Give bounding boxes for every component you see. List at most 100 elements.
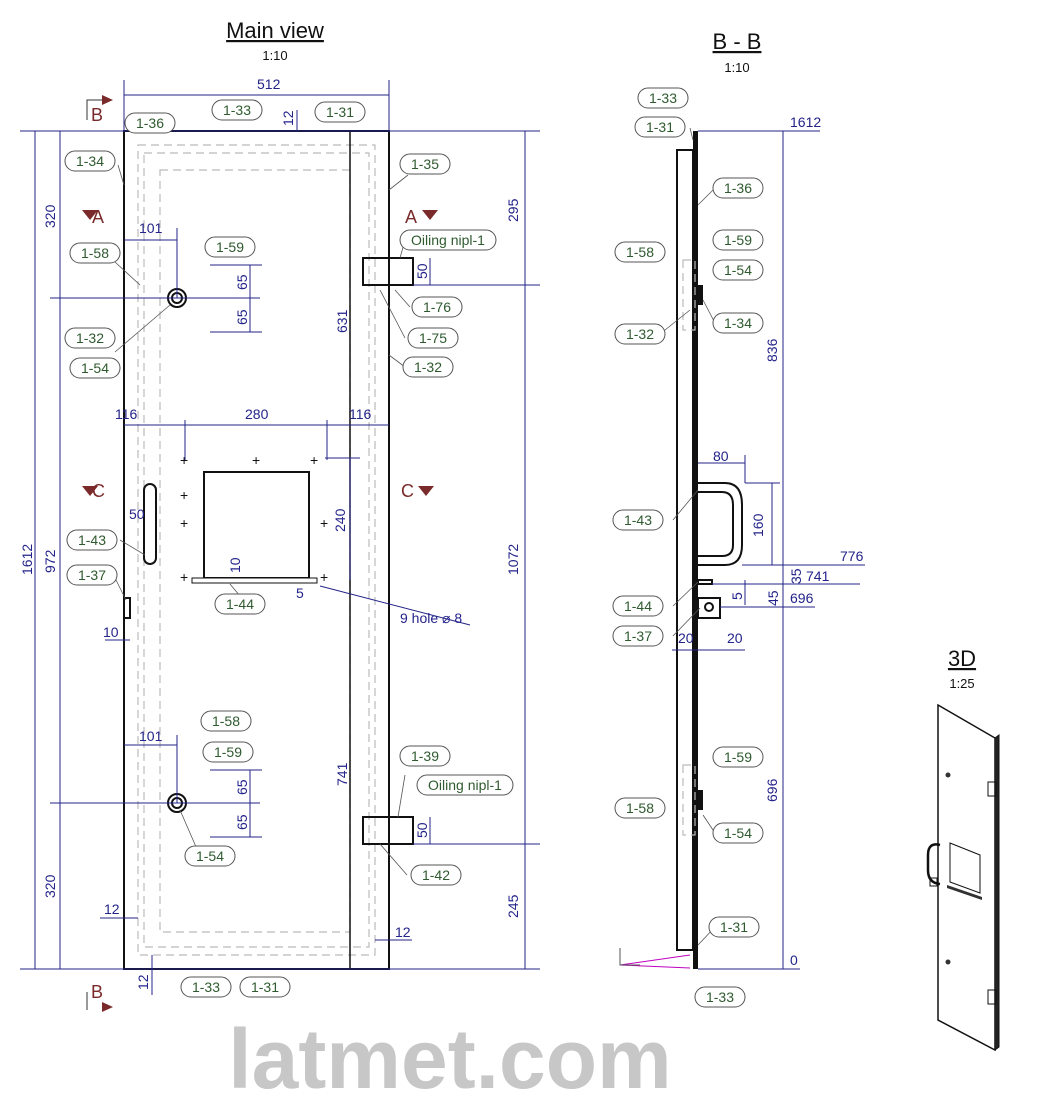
main-dimensions: 512 12 320 295 101 65 65 631 50 116 280 … bbox=[19, 76, 521, 990]
svg-text:1-34: 1-34 bbox=[76, 153, 104, 169]
svg-text:1-43: 1-43 bbox=[78, 532, 106, 548]
part-label: 1-32 bbox=[402, 356, 454, 378]
svg-text:+: + bbox=[252, 452, 260, 468]
hinge-top bbox=[362, 257, 414, 286]
svg-text:+: + bbox=[180, 569, 188, 585]
latch bbox=[123, 597, 131, 619]
dim: 696 bbox=[790, 590, 814, 606]
section-marker-b: B bbox=[91, 982, 103, 1002]
svg-text:1-33: 1-33 bbox=[223, 102, 251, 118]
part-label: 1-58 bbox=[614, 241, 666, 263]
dim: 1612 bbox=[790, 114, 821, 130]
dim: 10 bbox=[227, 557, 243, 573]
svg-text:+: + bbox=[180, 452, 188, 468]
svg-text:1-31: 1-31 bbox=[251, 979, 279, 995]
hole-note: 9 hole ⌀ 8 bbox=[400, 610, 462, 626]
dim: 0 bbox=[790, 952, 798, 968]
dim: 116 bbox=[349, 406, 372, 422]
dim: 80 bbox=[713, 448, 729, 464]
dim: 65 bbox=[234, 309, 250, 325]
part-label: 1-34 bbox=[712, 312, 764, 334]
part-label: 1-58 bbox=[200, 710, 252, 732]
dim: 12 bbox=[395, 924, 411, 940]
svg-text:1-36: 1-36 bbox=[724, 180, 752, 196]
dim: 10 bbox=[103, 624, 119, 640]
svg-text:1-32: 1-32 bbox=[626, 326, 654, 342]
svg-text:1-33: 1-33 bbox=[192, 979, 220, 995]
part-label: 1-44 bbox=[214, 593, 266, 615]
svg-text:1-58: 1-58 bbox=[626, 800, 654, 816]
dim: 295 bbox=[505, 198, 521, 222]
svg-text:1-33: 1-33 bbox=[706, 989, 734, 1005]
svg-text:1-42: 1-42 bbox=[422, 867, 450, 883]
3d-door-view bbox=[926, 703, 1000, 1052]
dim: 65 bbox=[234, 274, 250, 290]
dim: 280 bbox=[245, 406, 269, 422]
dim: 35 bbox=[788, 568, 804, 584]
part-label: 1-33 bbox=[180, 976, 232, 998]
svg-text:1-54: 1-54 bbox=[196, 848, 224, 864]
part-label: 1-76 bbox=[411, 296, 463, 318]
part-label: 1-54 bbox=[69, 357, 121, 379]
dim: 65 bbox=[234, 779, 250, 795]
section-view-scale: 1:10 bbox=[724, 60, 749, 75]
dim: 101 bbox=[139, 728, 163, 744]
section-view-title: B - B bbox=[713, 29, 762, 54]
svg-text:1-34: 1-34 bbox=[724, 315, 752, 331]
dim: 741 bbox=[806, 568, 830, 584]
dim: 45 bbox=[765, 590, 781, 606]
svg-text:1-35: 1-35 bbox=[411, 156, 439, 172]
part-label: 1-35 bbox=[399, 153, 451, 175]
part-label: 1-54 bbox=[712, 822, 764, 844]
part-label: 1-31 bbox=[239, 976, 291, 998]
window-opening bbox=[203, 471, 310, 579]
part-label: 1-32 bbox=[614, 323, 666, 345]
svg-text:+: + bbox=[320, 569, 328, 585]
section-markers: B A A C C B bbox=[82, 95, 438, 1012]
svg-text:Oiling nipl-1: Oiling nipl-1 bbox=[428, 777, 502, 793]
section-dimension-lines bbox=[672, 130, 865, 970]
svg-text:1-59: 1-59 bbox=[724, 232, 752, 248]
part-label: 1-32 bbox=[64, 327, 116, 349]
svg-text:1-32: 1-32 bbox=[76, 330, 104, 346]
svg-text:+: + bbox=[310, 452, 318, 468]
svg-text:1-44: 1-44 bbox=[226, 596, 254, 612]
dim: 240 bbox=[332, 508, 348, 532]
dim: 972 bbox=[42, 549, 58, 573]
dim-width: 512 bbox=[257, 76, 281, 92]
part-label: 1-36 bbox=[124, 112, 176, 134]
dim: 696 bbox=[764, 778, 780, 802]
dim: 12 bbox=[280, 110, 296, 126]
svg-text:1-58: 1-58 bbox=[81, 245, 109, 261]
part-label: 1-43 bbox=[612, 509, 664, 531]
svg-text:1-36: 1-36 bbox=[136, 115, 164, 131]
section-b-b bbox=[619, 131, 743, 969]
svg-text:+: + bbox=[180, 515, 188, 531]
svg-text:1-75: 1-75 bbox=[419, 330, 447, 346]
dim: 12 bbox=[104, 901, 120, 917]
dim: 160 bbox=[750, 513, 766, 537]
svg-text:1-33: 1-33 bbox=[649, 90, 677, 106]
dim: 50 bbox=[414, 822, 430, 838]
svg-text:1-59: 1-59 bbox=[724, 749, 752, 765]
part-label: 1-59 bbox=[202, 741, 254, 763]
dim-height: 1612 bbox=[19, 544, 35, 575]
dim: 1072 bbox=[505, 544, 521, 575]
svg-text:1-37: 1-37 bbox=[78, 567, 106, 583]
part-label: 1-31 bbox=[314, 101, 366, 123]
part-label: 1-54 bbox=[712, 259, 764, 281]
dim: 836 bbox=[764, 338, 780, 362]
svg-text:1-39: 1-39 bbox=[411, 748, 439, 764]
part-label: 1-44 bbox=[612, 595, 664, 617]
section-marker-a: A bbox=[405, 207, 417, 227]
svg-text:1-76: 1-76 bbox=[423, 299, 451, 315]
handle bbox=[143, 483, 157, 565]
part-label: 1-54 bbox=[184, 845, 236, 867]
main-part-labels: 1-36 1-33 1-31 1-34 1-35 1-58 1-59 Oilin… bbox=[64, 99, 514, 998]
dim: 12 bbox=[135, 974, 151, 990]
svg-text:+: + bbox=[320, 515, 328, 531]
dim: 50 bbox=[414, 263, 430, 279]
part-label: 1-33 bbox=[694, 986, 746, 1008]
svg-text:1-43: 1-43 bbox=[624, 512, 652, 528]
